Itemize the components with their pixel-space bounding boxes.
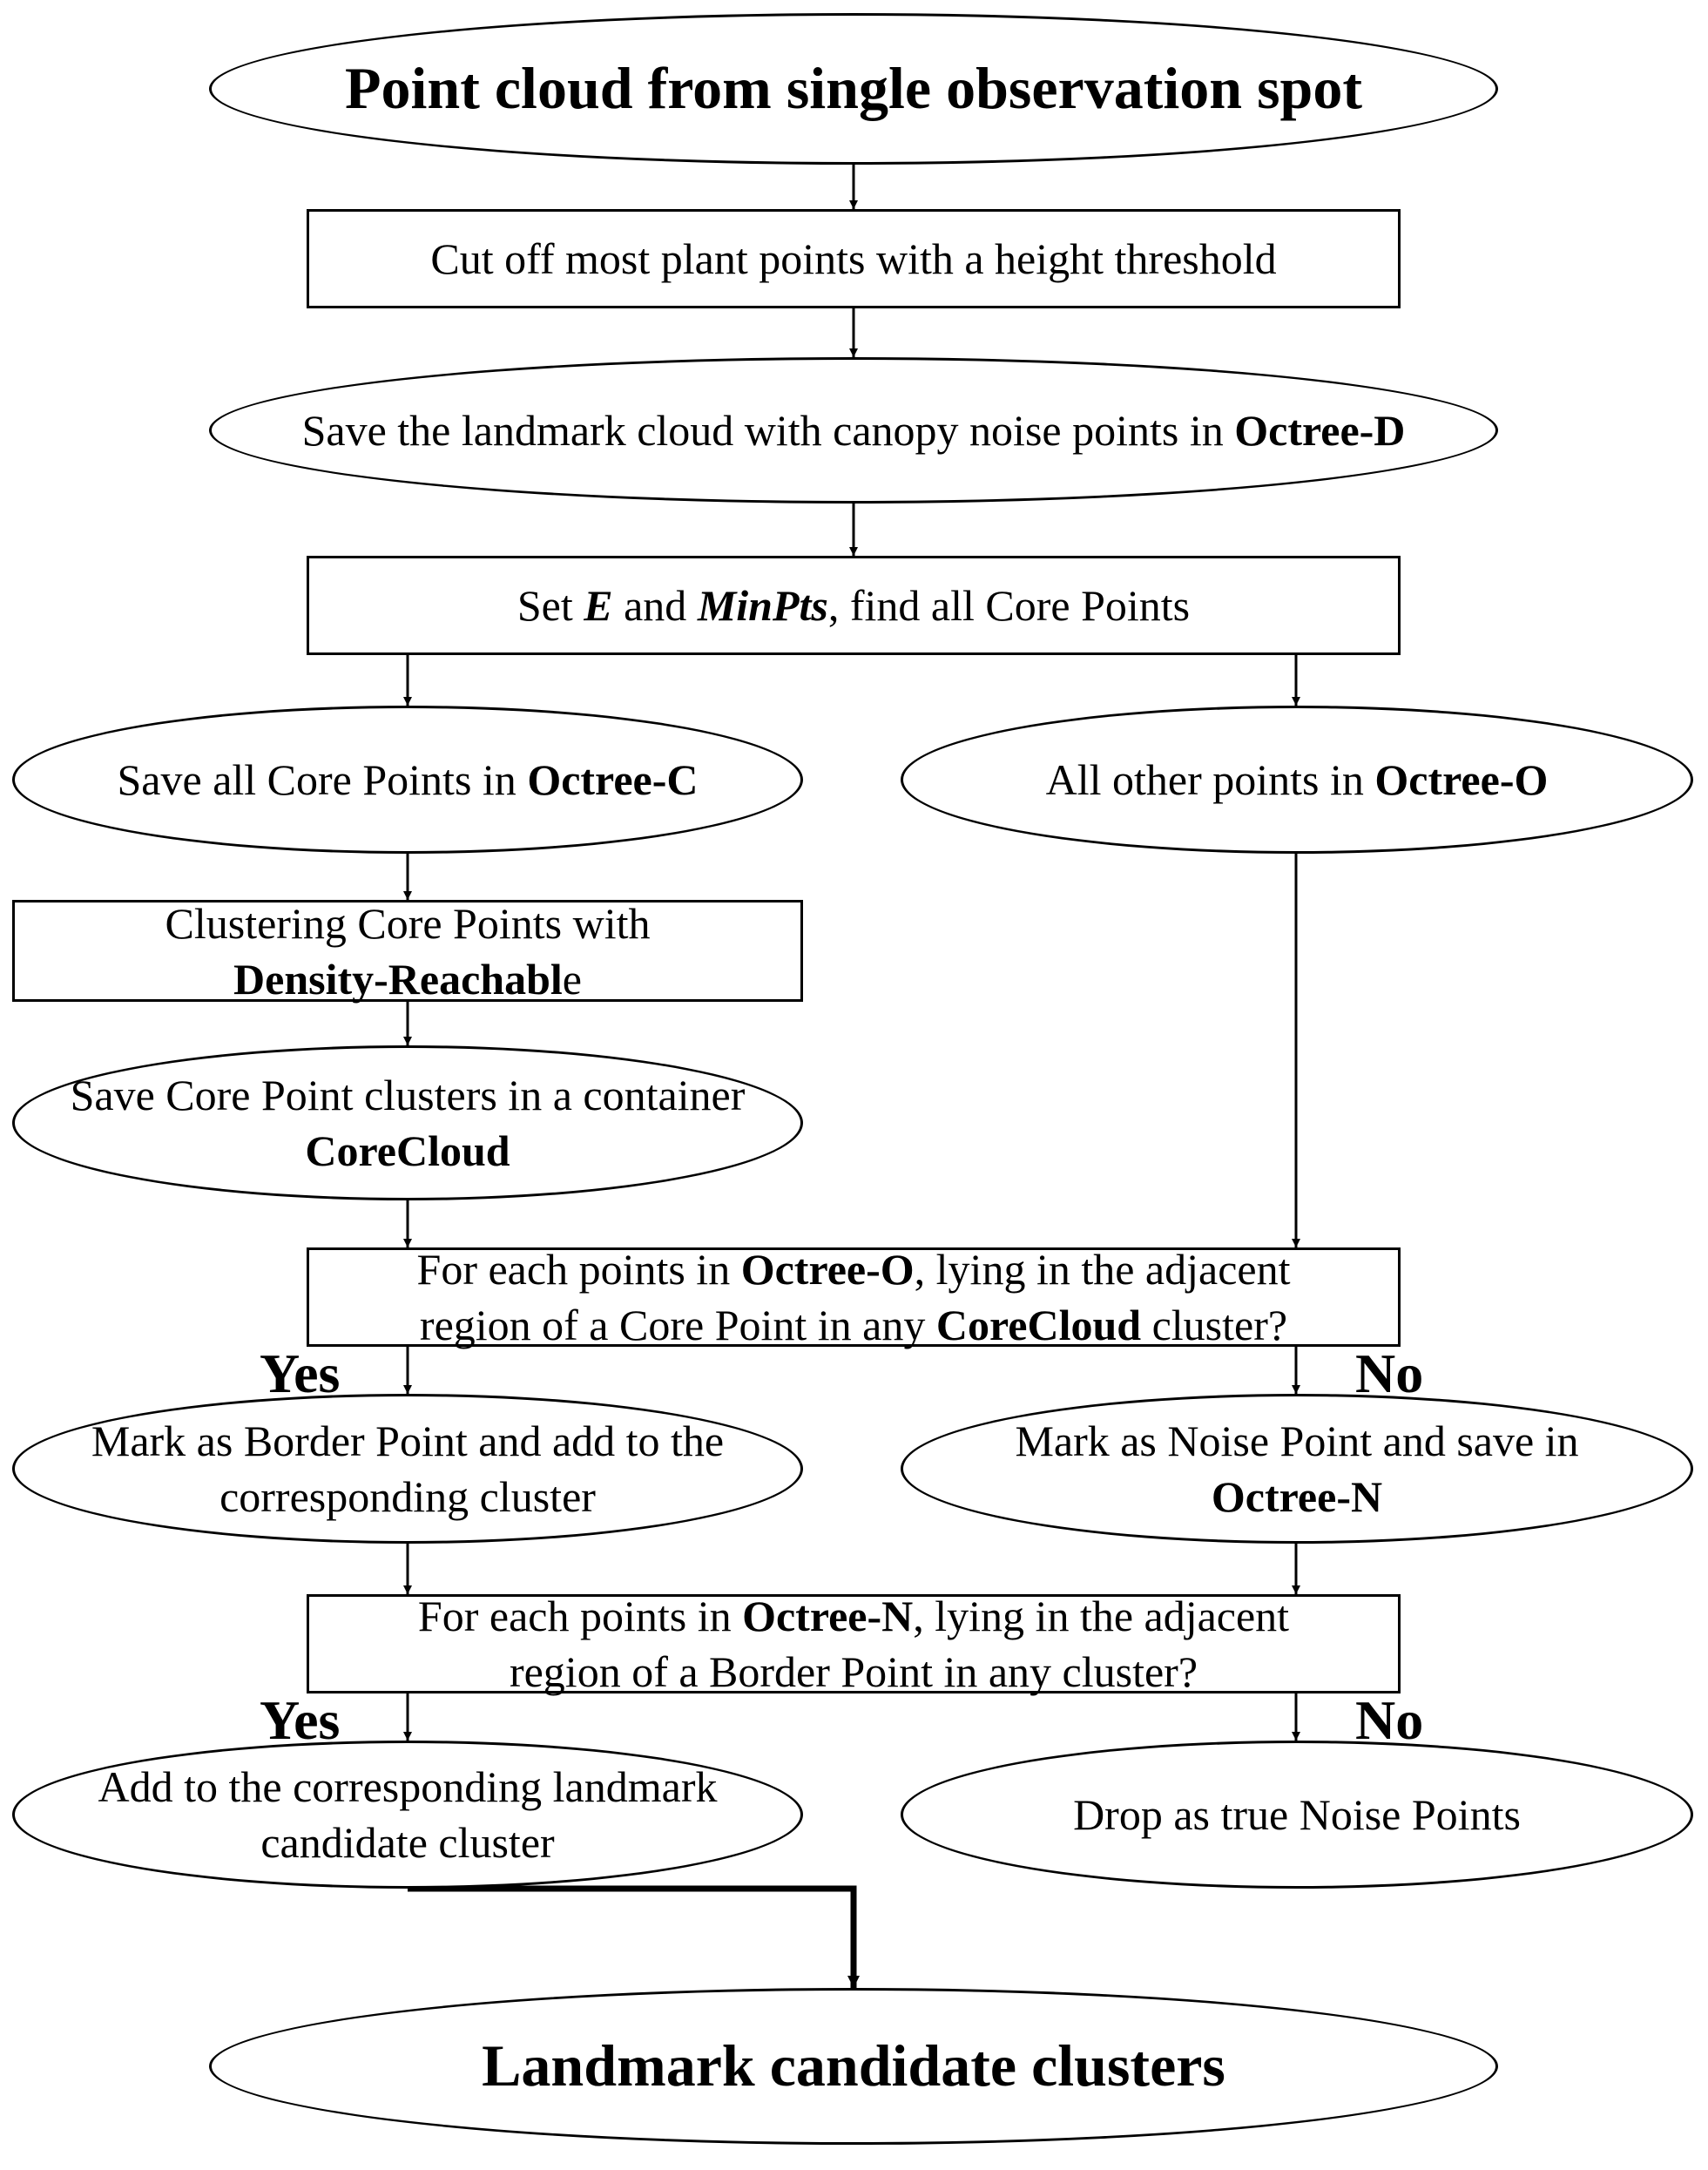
border-line2: corresponding cluster — [219, 1472, 596, 1521]
clustering-line2: Density-Reachable — [233, 954, 582, 1004]
decision1-box: For each points in Octree-O, lying in th… — [307, 1245, 1401, 1349]
save-core-ellipse: Save all Core Points in Octree-C — [12, 706, 803, 854]
add-candidate-ellipse: Add to the corresponding landmark candid… — [12, 1741, 803, 1889]
no-label-1: No — [1355, 1342, 1424, 1404]
save-core-text: Save all Core Points in Octree-C — [117, 755, 699, 804]
other-points-ellipse: All other points in Octree-O — [901, 706, 1693, 854]
save-clusters-ellipse: Save Core Point clusters in a container … — [12, 1045, 803, 1200]
yes-label-1: Yes — [260, 1342, 341, 1404]
noise-line1: Mark as Noise Point and save in — [1015, 1416, 1579, 1465]
decision2-line2: region of a Border Point in any cluster? — [509, 1647, 1198, 1696]
decision1-line1: For each points in Octree-O, lying in th… — [416, 1245, 1291, 1294]
start-text: Point cloud from single observation spot — [344, 55, 1363, 122]
decision2-box: For each points in Octree-N, lying in th… — [307, 1592, 1401, 1696]
border-line1: Mark as Border Point and add to the — [91, 1416, 725, 1465]
clustering-box: Clustering Core Points with Density-Reac… — [12, 899, 803, 1004]
clustering-line1: Clustering Core Points with — [165, 898, 651, 948]
decision2-line1: For each points in Octree-N, lying in th… — [417, 1592, 1290, 1640]
noise-ellipse: Mark as Noise Point and save in Octree-N — [901, 1394, 1693, 1544]
end-ellipse: Landmark candidate clusters — [209, 1988, 1498, 2145]
noise-line2: Octree-N — [1211, 1472, 1383, 1521]
save-landmark-text: Save the landmark cloud with canopy nois… — [301, 406, 1406, 455]
add-candidate-line2: candidate cluster — [260, 1818, 555, 1867]
arrow-candidates-to-end — [408, 1885, 860, 1988]
save-landmark-ellipse: Save the landmark cloud with canopy nois… — [209, 357, 1498, 504]
decision1-line2: region of a Core Point in any CoreCloud … — [419, 1301, 1288, 1349]
save-clusters-line2: CoreCloud — [305, 1126, 510, 1175]
no-label-2: No — [1355, 1689, 1424, 1751]
drop-ellipse: Drop as true Noise Points — [901, 1741, 1693, 1889]
set-params-box: Set E and MinPts, find all Core Points — [307, 556, 1401, 655]
border-ellipse: Mark as Border Point and add to the corr… — [12, 1394, 803, 1544]
cut-process-box: Cut off most plant points with a height … — [307, 209, 1401, 308]
cut-text: Cut off most plant points with a height … — [430, 234, 1277, 283]
other-points-text: All other points in Octree-O — [1045, 755, 1549, 804]
set-params-text: Set E and MinPts, find all Core Points — [516, 581, 1191, 630]
save-clusters-line1: Save Core Point clusters in a container — [70, 1071, 746, 1119]
drop-text: Drop as true Noise Points — [1073, 1790, 1521, 1839]
yes-label-2: Yes — [260, 1689, 341, 1751]
end-text: Landmark candidate clusters — [482, 2032, 1225, 2099]
start-ellipse: Point cloud from single observation spot — [209, 13, 1498, 165]
add-candidate-line1: Add to the corresponding landmark — [98, 1762, 718, 1811]
